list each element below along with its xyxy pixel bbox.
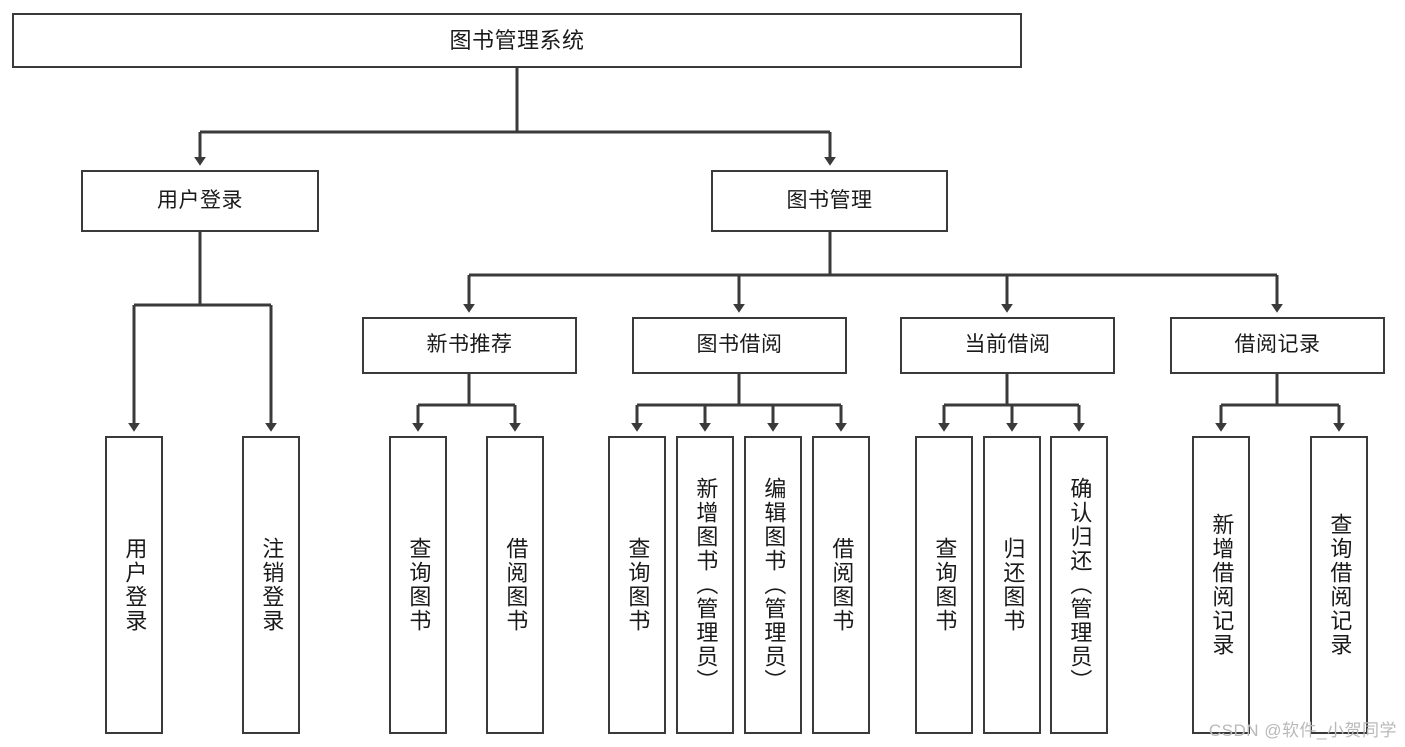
- node-label: 新书推荐: [426, 333, 513, 357]
- node-label: 查询借阅记录: [1327, 513, 1353, 657]
- watermark-text: CSDN @软件_小贺同学: [1208, 721, 1397, 740]
- node-label: 编辑图书（管理员）: [761, 477, 787, 693]
- node-label: 归还图书: [1000, 537, 1026, 633]
- node-label: 查询图书: [406, 537, 432, 633]
- node-user-login[interactable]: 用户登录: [81, 170, 319, 232]
- node-leaf-query-record[interactable]: 查询借阅记录: [1310, 436, 1368, 734]
- node-leaf-query-book-1[interactable]: 查询图书: [389, 436, 447, 734]
- node-label: 查询图书: [932, 537, 958, 633]
- node-label: 借阅图书: [829, 537, 855, 633]
- node-leaf-borrow-book-2[interactable]: 借阅图书: [812, 436, 870, 734]
- node-book-borrow[interactable]: 图书借阅: [632, 317, 847, 374]
- node-label: 用户登录: [157, 188, 243, 212]
- node-leaf-return-book[interactable]: 归还图书: [983, 436, 1041, 734]
- node-leaf-add-book[interactable]: 新增图书（管理员）: [676, 436, 734, 734]
- node-borrow-record[interactable]: 借阅记录: [1170, 317, 1385, 374]
- node-label: 新增图书（管理员）: [693, 477, 719, 693]
- node-label: 图书管理: [786, 188, 873, 212]
- node-label: 查询图书: [625, 537, 651, 633]
- node-leaf-user-login[interactable]: 用户登录: [105, 436, 163, 734]
- node-label: 当前借阅: [964, 333, 1051, 357]
- node-label: 借阅记录: [1234, 333, 1321, 357]
- node-label: 确认归还（管理员）: [1067, 477, 1093, 693]
- node-current-borrow[interactable]: 当前借阅: [900, 317, 1115, 374]
- node-book-manage[interactable]: 图书管理: [711, 170, 948, 232]
- node-leaf-add-record[interactable]: 新增借阅记录: [1192, 436, 1250, 734]
- node-label: 新增借阅记录: [1209, 513, 1235, 657]
- node-leaf-borrow-book-1[interactable]: 借阅图书: [486, 436, 544, 734]
- node-label: 图书管理系统: [449, 27, 585, 53]
- node-label: 用户登录: [122, 537, 148, 633]
- node-leaf-query-book-3[interactable]: 查询图书: [915, 436, 973, 734]
- node-root[interactable]: 图书管理系统: [12, 13, 1022, 68]
- node-new-book-rec[interactable]: 新书推荐: [362, 317, 577, 374]
- node-leaf-edit-book[interactable]: 编辑图书（管理员）: [744, 436, 802, 734]
- node-leaf-query-book-2[interactable]: 查询图书: [608, 436, 666, 734]
- node-label: 图书借阅: [696, 333, 783, 357]
- node-leaf-confirm-return[interactable]: 确认归还（管理员）: [1050, 436, 1108, 734]
- node-label: 借阅图书: [503, 537, 529, 633]
- node-leaf-user-logout[interactable]: 注销登录: [242, 436, 300, 734]
- node-label: 注销登录: [259, 537, 285, 633]
